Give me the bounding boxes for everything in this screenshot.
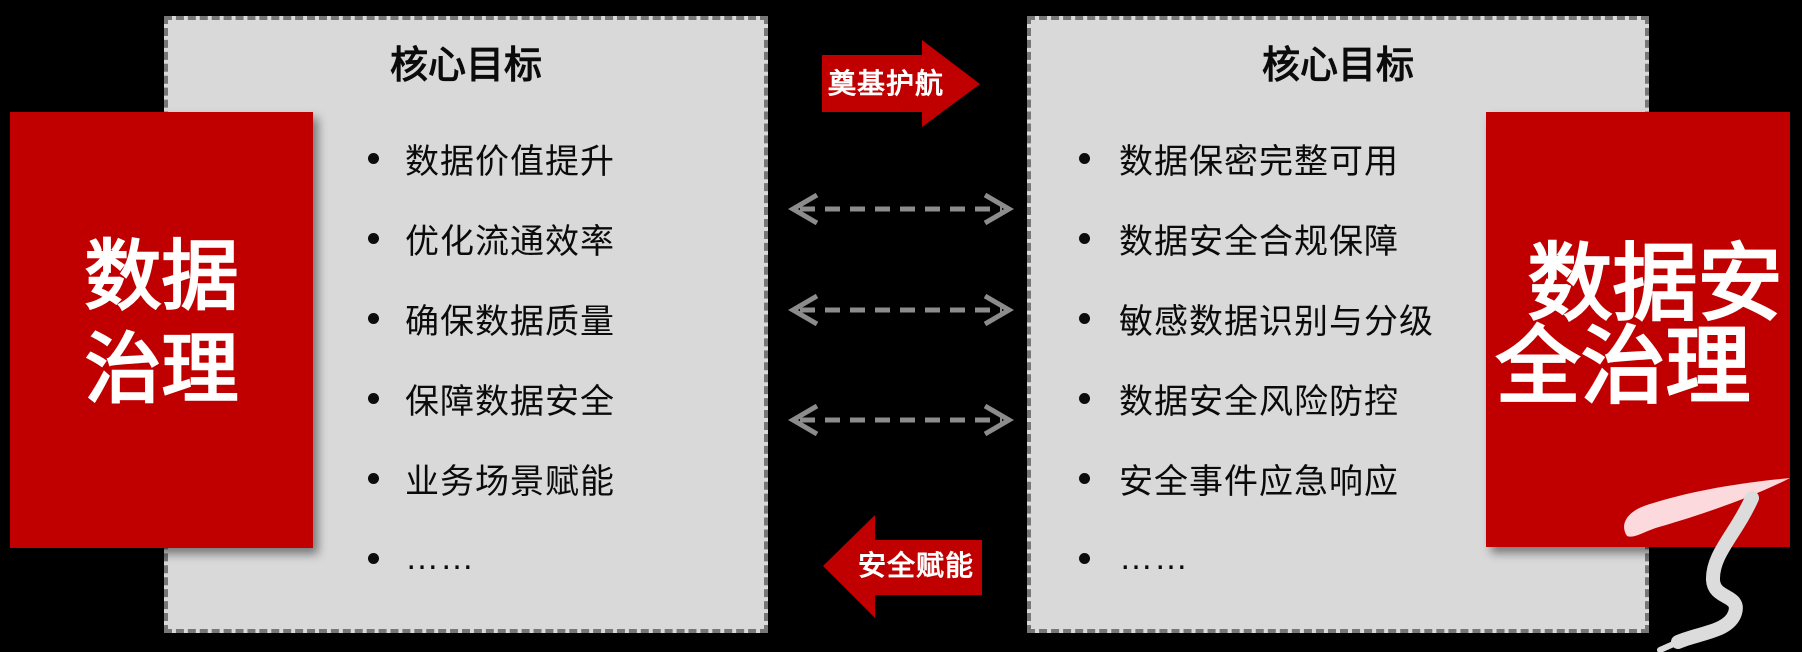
goal-text: 数据保密完整可用 [1119,142,1399,181]
bullet-icon [368,552,379,564]
bullet-icon [1079,232,1090,244]
data-security-governance-title-box: 数据安 全治理 [1486,112,1790,547]
goal-item: 数据安全合规保障 [1031,198,1645,278]
bidirectional-dashed-arrow-icon [788,403,1014,437]
panel-heading: 核心目标 [389,45,542,87]
goal-item: 安全事件应急响应 [1031,438,1645,518]
goal-item: …… [1031,518,1645,598]
data-governance-title-box: 数据 治理 [10,112,313,548]
goal-item: 业务场景赋能 [168,438,764,518]
goal-item: 确保数据质量 [168,278,764,358]
goal-text: 数据安全风险防控 [1119,382,1399,421]
goal-item: 优化流通效率 [168,198,764,278]
goal-item: 保障数据安全 [168,358,764,438]
goal-text: 安全事件应急响应 [1119,462,1399,501]
bullet-icon [368,312,379,324]
bidirectional-dashed-arrow-icon [788,192,1014,226]
bidirectional-dashed-arrow-icon [788,293,1014,327]
foundation-arrow-label: 奠基护航 [827,68,944,99]
goal-text: 敏感数据识别与分级 [1119,302,1434,341]
title-line: 数据 [84,233,239,320]
goal-text: 数据价值提升 [405,142,615,181]
goal-item: 数据保密完整可用 [1031,118,1645,198]
bullet-icon [1079,152,1090,164]
goal-text: 优化流通效率 [405,222,615,261]
goal-item: 数据安全风险防控 [1031,358,1645,438]
bullet-icon [1079,552,1090,564]
bullet-icon [1079,312,1090,324]
goal-text: …… [405,538,475,577]
title-line: 治理 [84,326,239,413]
goal-item: 敏感数据识别与分级 [1031,278,1645,358]
bullet-icon [1079,392,1090,404]
goal-item: …… [168,518,764,598]
title-line: 数据安 [1527,236,1783,332]
bullet-icon [368,152,379,164]
title-line: 全治理 [1495,319,1751,415]
goal-text: 数据安全合规保障 [1119,222,1399,261]
empower-arrow-label: 安全赋能 [857,550,974,581]
panel-heading: 核心目标 [1261,45,1414,87]
goal-list: 数据价值提升 优化流通效率 确保数据质量 保障数据安全 业务场景赋能 …… [168,118,764,598]
goal-text: 确保数据质量 [405,302,615,341]
bullet-icon [368,472,379,484]
goal-item: 数据价值提升 [168,118,764,198]
goal-text: …… [1119,538,1189,577]
bullet-icon [368,392,379,404]
goal-text: 业务场景赋能 [405,462,615,501]
bullet-icon [368,232,379,244]
bullet-icon [1079,472,1090,484]
goal-list: 数据保密完整可用 数据安全合规保障 敏感数据识别与分级 数据安全风险防控 安全事… [1031,118,1645,598]
goal-text: 保障数据安全 [405,382,615,421]
